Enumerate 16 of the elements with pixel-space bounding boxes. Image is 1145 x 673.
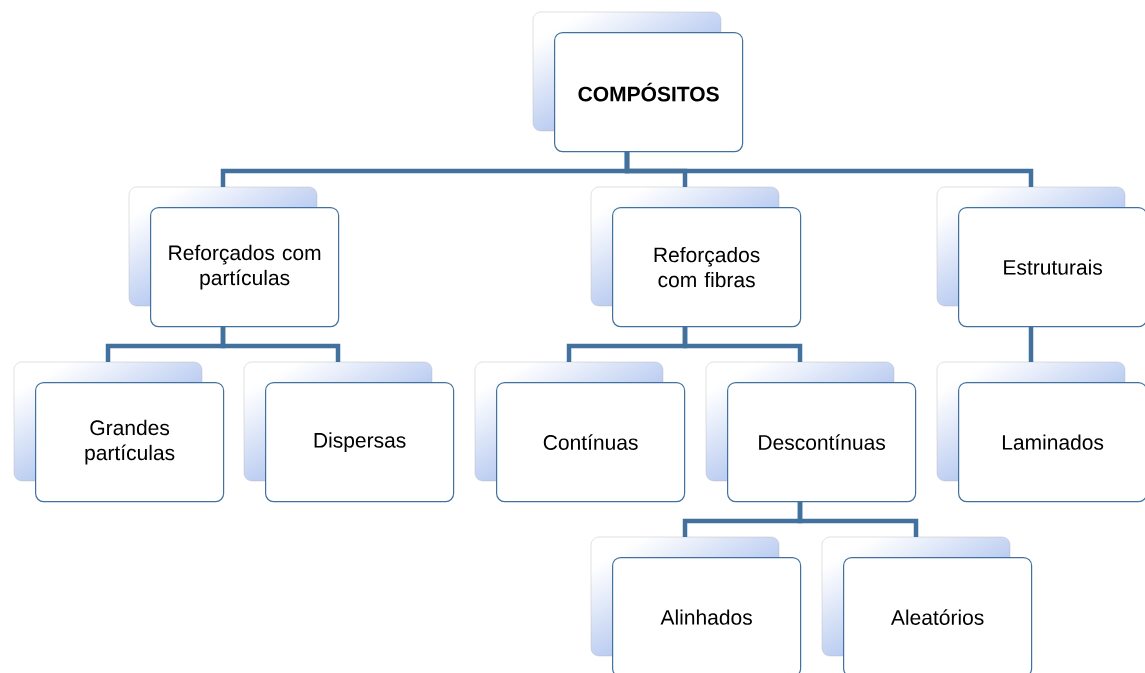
stacked-box: COMPÓSITOS — [532, 11, 744, 153]
stacked-box: Estruturais — [936, 186, 1145, 328]
connector-line — [682, 326, 803, 362]
connector-line — [624, 151, 1034, 187]
stacked-box: Aleatórios — [821, 536, 1033, 673]
connector-line — [220, 326, 341, 362]
stacked-box: Reforçados com partículas — [128, 186, 340, 328]
stacked-box: Grandes partículas — [13, 361, 225, 503]
connector-line — [1028, 326, 1034, 362]
stacked-box: Reforçados com fibras — [590, 186, 802, 328]
connector-line — [797, 501, 919, 537]
stacked-box: Dispersas — [243, 361, 455, 503]
stacked-box: Alinhados — [590, 536, 802, 673]
stacked-box: Descontínuas — [705, 361, 917, 503]
stacked-box: Laminados — [936, 361, 1145, 503]
stacked-box: Contínuas — [474, 361, 686, 503]
